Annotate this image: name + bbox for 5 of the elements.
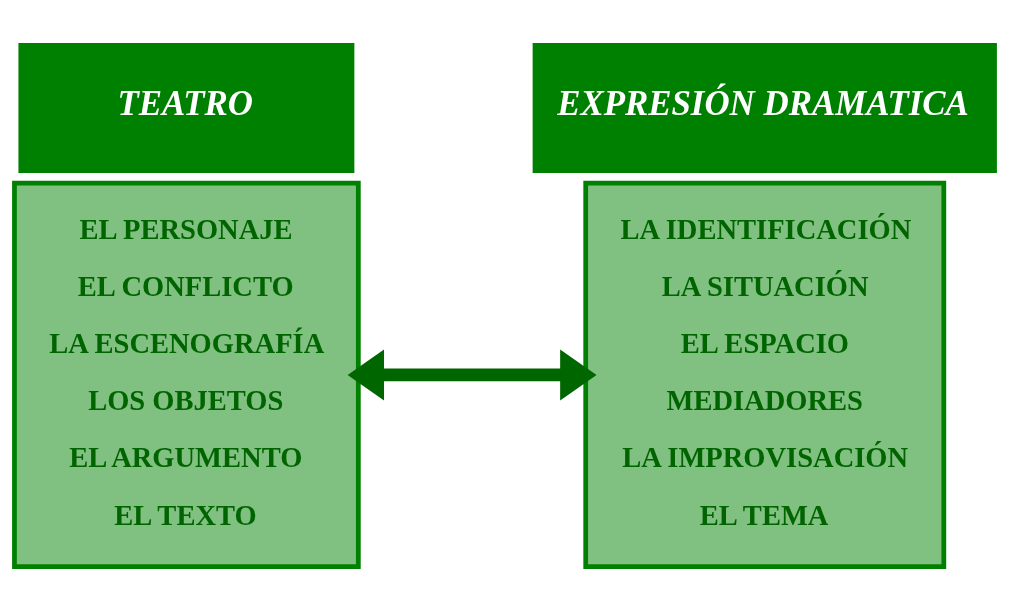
node-box: TEATRO: [18, 42, 355, 173]
arrow: [347, 348, 597, 400]
node-box: EL PERSONAJE EL CONFLICTO LA ESCENOGRAFÍA LOS OBJETOS EL ARGUMENTO EL TEXTO: [12, 180, 361, 569]
node-box: EXPRESIÓN DRAMATICA: [532, 42, 997, 173]
node-box: LA IDENTIFICACIÓN LA SITUACIÓN EL ESPACIO MEDIADORES LA IMPROVISACIÓN EL TEMA: [583, 180, 947, 569]
